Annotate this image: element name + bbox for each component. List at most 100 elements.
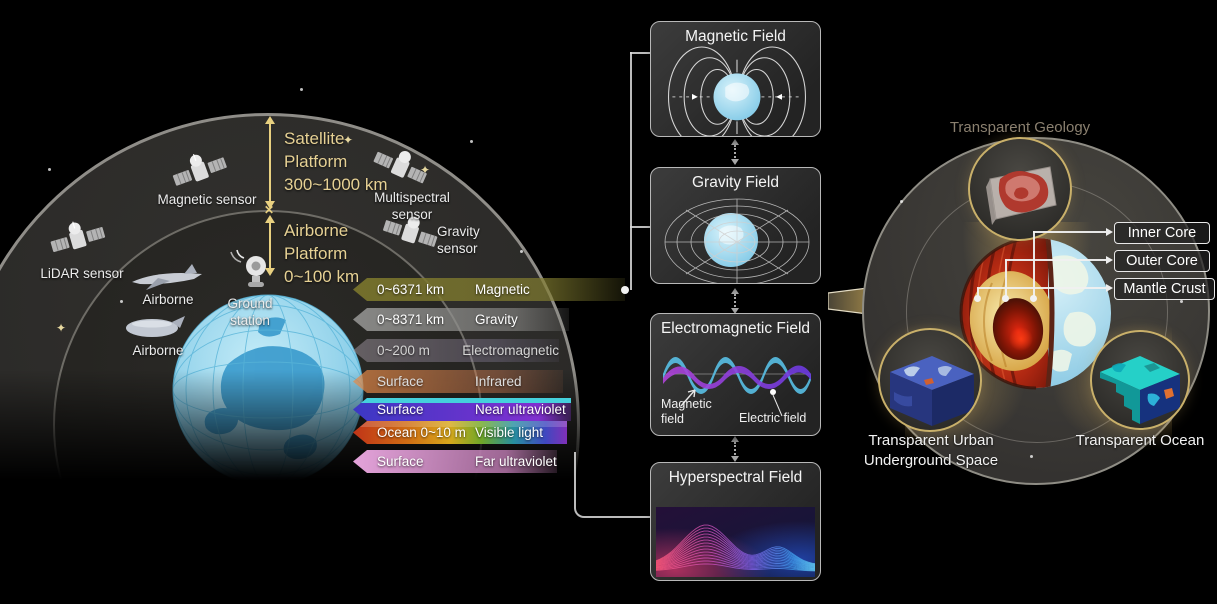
- magnetic-sensor-label: Magnetic sensor: [157, 192, 257, 207]
- inner-core-label: Inner Core: [1127, 225, 1197, 241]
- bar-magnetic: 0~6371 km Magnetic: [353, 278, 625, 301]
- geology-circle: [968, 137, 1072, 241]
- hyperspectral-graphic: [656, 507, 815, 577]
- bracket-to-hyperspectral-panel: [574, 452, 654, 518]
- mantle-dot: [974, 295, 981, 302]
- panel-link-arrow-up: [731, 139, 739, 145]
- bar-range: 0~8371 km: [377, 312, 445, 327]
- panel-title: Magnetic Field: [685, 28, 786, 45]
- sparkle-icon: ✦: [343, 133, 354, 147]
- bar-label: Gravity: [475, 312, 518, 327]
- sparkle-icon: ✦: [420, 163, 431, 177]
- panel-link-arrow-up: [731, 288, 739, 294]
- arrowhead-down: [265, 268, 275, 276]
- gravity-sensor-icon: [383, 216, 438, 247]
- bar-electromagnetic: 0~200 m Electromagnetic: [353, 339, 559, 362]
- lidar-sensor-label: LiDAR sensor: [40, 266, 124, 281]
- bar-label: Near ultraviolet: [475, 402, 566, 417]
- airborne-range-arrow: [269, 218, 271, 270]
- arrowhead-down: [265, 201, 275, 209]
- arc-cross-mark: ✕: [264, 203, 275, 217]
- bar-range: Surface: [377, 374, 424, 389]
- urban-block: [890, 356, 974, 426]
- gravity-sensor-label: Gravity sensor: [437, 224, 480, 256]
- star-dot: [900, 200, 903, 203]
- airborne-plane-label: Airborne: [142, 292, 194, 307]
- airship-icon: [126, 316, 185, 337]
- mantle-pointer-line: [977, 288, 979, 299]
- airplane-icon: [132, 264, 202, 290]
- geology-block: [986, 166, 1057, 225]
- inner-core-pointer-line: [1033, 231, 1035, 297]
- bar-far-ultraviolet: Surface Far ultraviolet: [353, 450, 557, 473]
- panel-link-arrow-down: [731, 456, 739, 462]
- panel-link-arrow-up: [731, 436, 739, 442]
- outer-core-pointer-line: [1005, 259, 1007, 297]
- star-dot: [520, 250, 523, 253]
- airborne-airship-label: Airborne: [132, 343, 184, 358]
- bar-visible-light: Ocean 0~10 m Visible light: [353, 421, 567, 444]
- outer-core-box: Outer Core: [1114, 250, 1210, 272]
- magnetic-sensor-icon: [172, 153, 227, 186]
- airborne-platform-label: Airborne Platform 0~100 km: [284, 221, 360, 286]
- panel-link-arrow-down: [731, 159, 739, 165]
- star-dot: [300, 88, 303, 91]
- magnetic-field-panel: Magnetic Field: [650, 21, 821, 137]
- ground-station-label: Ground station: [227, 296, 273, 328]
- star-dot: [120, 300, 123, 303]
- transparent-ocean-label: Transparent Ocean: [1075, 432, 1205, 449]
- panel-link-dotted: [734, 294, 736, 307]
- transparent-urban-label: Transparent Urban Underground Space: [863, 432, 999, 469]
- electric-field-wave-label: Electric field: [739, 411, 807, 425]
- bracket-top-vertical: [630, 52, 632, 290]
- bar-near-ultraviolet: Surface Near ultraviolet: [353, 398, 571, 421]
- panel-link-arrow-down: [731, 308, 739, 314]
- pointer-arrowhead: [1106, 228, 1113, 236]
- inner-core-dot: [1030, 295, 1037, 302]
- magnetic-field-graphic: [667, 46, 806, 136]
- bar-endpoint-dot: [621, 286, 629, 294]
- mantle-crust-label: Mantle Crust: [1123, 281, 1206, 297]
- arrowhead-up: [265, 215, 275, 223]
- bar-infrared: Surface Infrared: [353, 370, 563, 393]
- electromagnetic-field-panel: Electromagnetic Field Magnetic field Ele…: [650, 313, 821, 436]
- panel-link-dotted: [734, 145, 736, 158]
- multispectral-sensor-icon: [373, 151, 427, 184]
- panel-title: Electromagnetic Field: [660, 320, 811, 337]
- bar-label: Visible light: [475, 425, 544, 440]
- graticule: [172, 294, 364, 486]
- star-dot: [470, 140, 473, 143]
- outer-core-label: Outer Core: [1126, 253, 1198, 269]
- mantle-pointer-line: [977, 287, 1107, 289]
- mantle-crust-box: Mantle Crust: [1114, 278, 1215, 300]
- star-dot: [1030, 455, 1033, 458]
- bar-label: Electromagnetic: [462, 343, 559, 358]
- earth-cutaway: [959, 236, 1111, 390]
- bar-range: Surface: [377, 454, 424, 469]
- star-dot: [1180, 300, 1183, 303]
- pointer-arrowhead: [1106, 284, 1113, 292]
- magnetic-field-wave-label: Magnetic field: [661, 397, 712, 426]
- bar-range: Ocean 0~10 m: [377, 425, 466, 440]
- bracket-to-magnetic-panel: [630, 52, 652, 54]
- bar-label: Far ultraviolet: [475, 454, 557, 469]
- urban-underground-circle: [878, 328, 982, 432]
- bar-label: Infrared: [475, 374, 522, 389]
- gravity-field-panel: Gravity Field: [650, 167, 821, 284]
- electromagnetic-wave-graphic: [663, 357, 811, 417]
- star-dot: [48, 168, 51, 171]
- hyperspectral-field-panel: Hyperspectral Field: [650, 462, 821, 581]
- inner-core-box: Inner Core: [1114, 222, 1210, 244]
- bar-gravity: 0~8371 km Gravity: [353, 308, 569, 331]
- ocean-block: [1100, 356, 1180, 424]
- inner-core-pointer-line: [1033, 231, 1107, 233]
- bar-range: Surface: [377, 402, 424, 417]
- arrowhead-up: [265, 116, 275, 124]
- earth-globe: [172, 294, 364, 486]
- outer-core-dot: [1002, 295, 1009, 302]
- transparent-geology-label: Transparent Geology: [949, 119, 1091, 136]
- observation-dome: ✦ ✦ ✦: [0, 88, 580, 604]
- bar-label: Magnetic: [475, 282, 530, 297]
- bar-range: 0~6371 km: [377, 282, 445, 297]
